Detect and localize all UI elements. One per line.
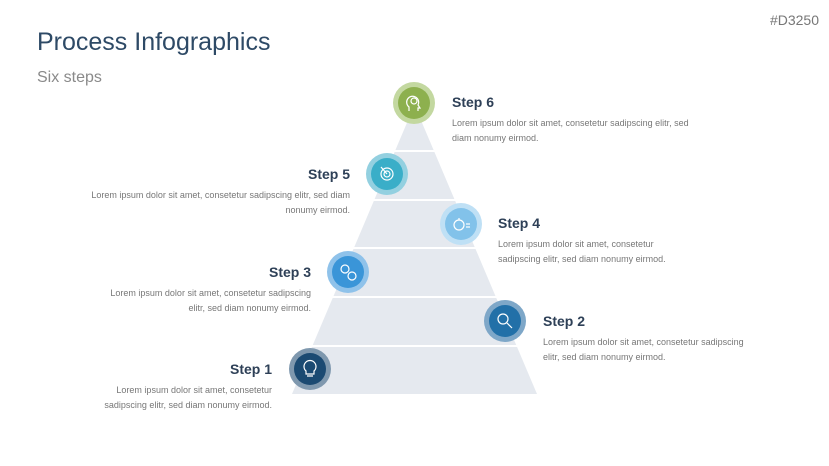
step-6-badge xyxy=(393,82,435,124)
step-text: Lorem ipsum dolor sit amet, consetetur s… xyxy=(543,337,744,362)
step-2-badge xyxy=(484,300,526,342)
page-title: Process Infographics xyxy=(37,28,271,56)
step-1-badge xyxy=(289,348,331,390)
step-4: Step 4 Lorem ipsum dolor sit amet, conset… xyxy=(498,215,758,267)
step-title: Step 5 xyxy=(307,166,350,182)
step-3: Step 3 Lorem ipsum dolor sit amet, conset… xyxy=(51,264,311,316)
step-title: Step 1 xyxy=(229,361,272,377)
step-text: Lorem ipsum dolor sit amet, consetetur s… xyxy=(91,190,350,215)
pyramid-dividers xyxy=(300,150,530,347)
target-icon xyxy=(380,166,394,181)
step-5-badge xyxy=(366,153,408,195)
step-5: Step 5 Lorem ipsum dolor sit amet, conset… xyxy=(90,166,350,218)
step-text: Lorem ipsum dolor sit amet, consetetur s… xyxy=(110,288,311,313)
step-title: Step 2 xyxy=(543,313,586,329)
step-text: Lorem ipsum dolor sit amet, consetetur s… xyxy=(104,385,272,410)
step-4-badge xyxy=(440,203,482,245)
step-text: Lorem ipsum dolor sit amet, consetetur s… xyxy=(452,118,689,143)
slide-code: #D3250 xyxy=(769,12,819,28)
step-3-badge xyxy=(327,251,369,293)
lightbulb-icon xyxy=(303,360,317,377)
page-subtitle: Six steps xyxy=(37,69,102,86)
pyramid-shape xyxy=(292,105,537,394)
step-2: Step 2 Lorem ipsum dolor sit amet, conset… xyxy=(543,313,803,365)
gears-icon xyxy=(340,264,357,281)
stopwatch-icon xyxy=(453,218,470,231)
step-text: Lorem ipsum dolor sit amet, consetetur s… xyxy=(498,239,666,264)
step-6: Step 6 Lorem ipsum dolor sit amet, conset… xyxy=(452,94,712,146)
step-title: Step 4 xyxy=(498,215,541,231)
step-title: Step 3 xyxy=(268,264,311,280)
step-title: Step 6 xyxy=(452,94,495,110)
step-1: Step 1 Lorem ipsum dolor sit amet, conset… xyxy=(12,361,272,413)
magnifier-icon xyxy=(497,313,513,329)
head-idea-icon xyxy=(406,95,422,111)
